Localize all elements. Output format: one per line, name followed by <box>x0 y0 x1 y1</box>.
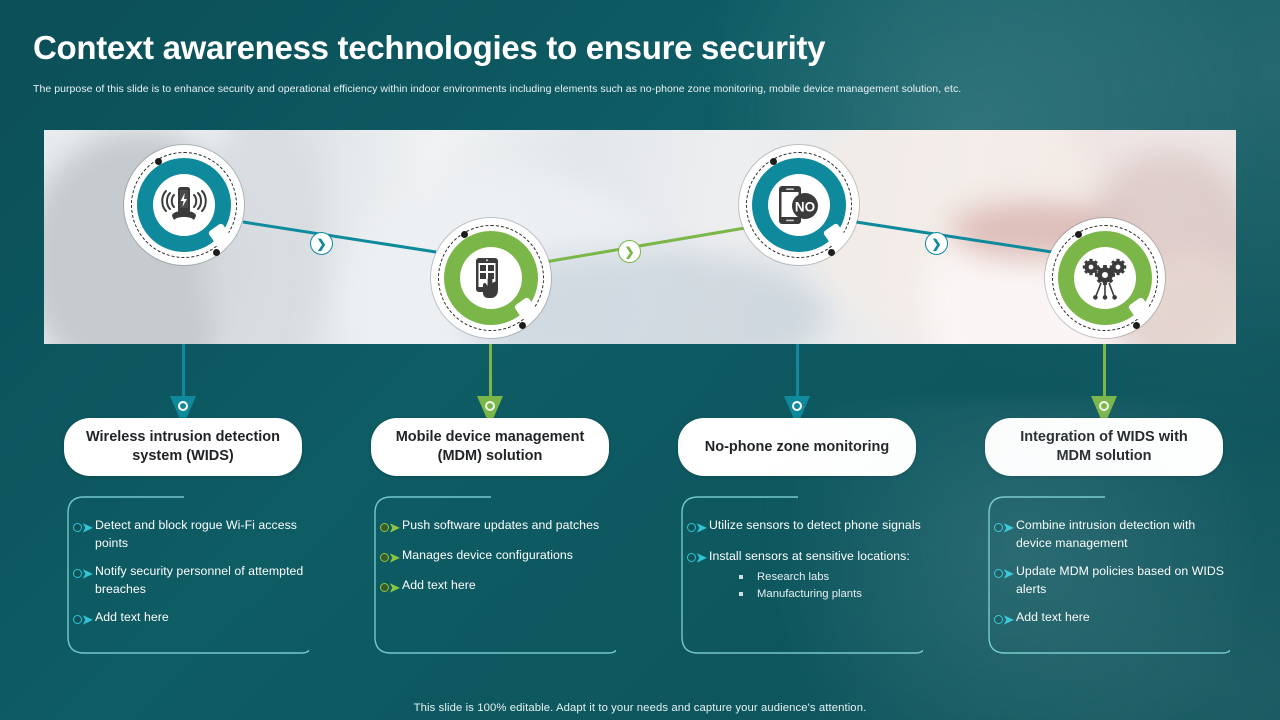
arrow-bullet-icon: ➤ <box>994 612 1016 628</box>
node-dashed-ring <box>438 225 544 331</box>
arrow-bullet-icon: ➤ <box>380 550 402 566</box>
connector-badge-1[interactable]: ❯ <box>310 232 333 255</box>
node-dot <box>213 249 220 256</box>
page-subtitle: The purpose of this slide is to enhance … <box>33 83 962 95</box>
list-item: ➤ Install sensors at sensitive locations… <box>687 547 923 603</box>
square-bullet-icon <box>739 574 743 579</box>
arrow-bullet-icon: ➤ <box>687 520 709 536</box>
pin-ring <box>178 401 188 411</box>
step-title-3[interactable]: No-phone zone monitoring <box>678 418 916 476</box>
list-item-label: Utilize sensors to detect phone signals <box>709 518 921 532</box>
list-item-label: Push software updates and patches <box>402 518 600 532</box>
arrow-bullet-icon: ➤ <box>994 520 1016 536</box>
step-title-4[interactable]: Integration of WIDS with MDM solution <box>985 418 1223 476</box>
node-dot <box>770 158 777 165</box>
list-item: ➤ Add text here <box>380 577 616 596</box>
node-dashed-ring <box>746 152 852 258</box>
footer-note: This slide is 100% editable. Adapt it to… <box>413 702 867 714</box>
arrow-bullet-icon: ➤ <box>380 580 402 596</box>
list-item: ➤ Detect and block rogue Wi-Fi access po… <box>73 517 309 552</box>
list-item: ➤ Combine intrusion detection with devic… <box>994 517 1230 552</box>
list-item: ➤ Push software updates and patches <box>380 517 616 536</box>
sub-bullet-list: Research labs Manufacturing plants <box>739 569 910 603</box>
step-node-1[interactable] <box>124 145 244 265</box>
bullet-list: ➤ Detect and block rogue Wi-Fi access po… <box>64 495 309 628</box>
list-item-label: Manages device configurations <box>402 548 573 562</box>
list-item: ➤ Notify security personnel of attempted… <box>73 563 309 598</box>
list-item: ➤ Update MDM policies based on WIDS aler… <box>994 563 1230 598</box>
detail-column-4: ➤ Combine intrusion detection with devic… <box>985 495 1230 654</box>
pin-ring <box>792 401 802 411</box>
stem-1 <box>182 344 185 410</box>
connector-badge-2[interactable]: ❯ <box>618 240 641 263</box>
sub-list-item-label: Manufacturing plants <box>757 587 862 600</box>
list-item-label: Add text here <box>1016 610 1090 624</box>
step-title-1[interactable]: Wireless intrusion detection system (WID… <box>64 418 302 476</box>
list-item-label: Add text here <box>95 610 169 624</box>
node-dashed-ring <box>131 152 237 258</box>
node-dot <box>519 322 526 329</box>
list-item: ➤ Add text here <box>994 609 1230 628</box>
arrow-bullet-icon: ➤ <box>380 520 402 536</box>
wireless-charging-phone-icon <box>153 174 215 236</box>
bullet-list: ➤ Combine intrusion detection with devic… <box>985 495 1230 628</box>
step-node-2[interactable] <box>431 218 551 338</box>
node-dot <box>461 231 468 238</box>
detail-column-3: ➤ Utilize sensors to detect phone signal… <box>678 495 923 654</box>
bullet-list: ➤ Push software updates and patches ➤ Ma… <box>371 495 616 596</box>
sub-list-item-label: Research labs <box>757 570 830 583</box>
step-node-3[interactable]: NO <box>739 145 859 265</box>
stem-3 <box>796 344 799 410</box>
list-item-label: Detect and block rogue Wi-Fi access poin… <box>95 518 297 550</box>
gears-network-icon <box>1074 247 1136 309</box>
arrow-bullet-icon: ➤ <box>73 520 95 536</box>
connector-badge-3[interactable]: ❯ <box>925 232 948 255</box>
list-item: ➤ Utilize sensors to detect phone signal… <box>687 517 923 536</box>
list-item-label: Add text here <box>402 578 476 592</box>
step-title-2[interactable]: Mobile device management (MDM) solution <box>371 418 609 476</box>
list-item-label: Update MDM policies based on WIDS alerts <box>1016 564 1225 596</box>
list-item: ➤ Add text here <box>73 609 309 628</box>
sub-list-item: Research labs <box>739 569 910 586</box>
page-title: Context awareness technologies to ensure… <box>33 29 826 66</box>
list-item: ➤ Manages device configurations <box>380 547 616 566</box>
node-dot <box>828 249 835 256</box>
sub-list-item: Manufacturing plants <box>739 586 910 603</box>
arrow-bullet-icon: ➤ <box>687 550 709 566</box>
stem-4 <box>1103 344 1106 410</box>
detail-column-2: ➤ Push software updates and patches ➤ Ma… <box>371 495 616 654</box>
node-dashed-ring <box>1052 225 1158 331</box>
no-phone-icon: NO <box>768 174 830 236</box>
arrow-bullet-icon: ➤ <box>994 566 1016 582</box>
list-item-label: Combine intrusion detection with device … <box>1016 518 1196 550</box>
pin-ring <box>485 401 495 411</box>
step-node-4[interactable] <box>1045 218 1165 338</box>
node-dot <box>1133 322 1140 329</box>
stem-2 <box>489 344 492 410</box>
list-item-label: Install sensors at sensitive locations: <box>709 549 910 563</box>
pin-ring <box>1099 401 1109 411</box>
arrow-bullet-icon: ➤ <box>73 612 95 628</box>
detail-column-1: ➤ Detect and block rogue Wi-Fi access po… <box>64 495 309 654</box>
square-bullet-icon <box>739 591 743 596</box>
bullet-list: ➤ Utilize sensors to detect phone signal… <box>678 495 923 603</box>
list-item-label: Notify security personnel of attempted b… <box>95 564 304 596</box>
phone-touch-hand-icon <box>460 247 522 309</box>
svg-text:NO: NO <box>795 200 815 215</box>
node-dot <box>155 158 162 165</box>
node-dot <box>1075 231 1082 238</box>
arrow-bullet-icon: ➤ <box>73 566 95 582</box>
